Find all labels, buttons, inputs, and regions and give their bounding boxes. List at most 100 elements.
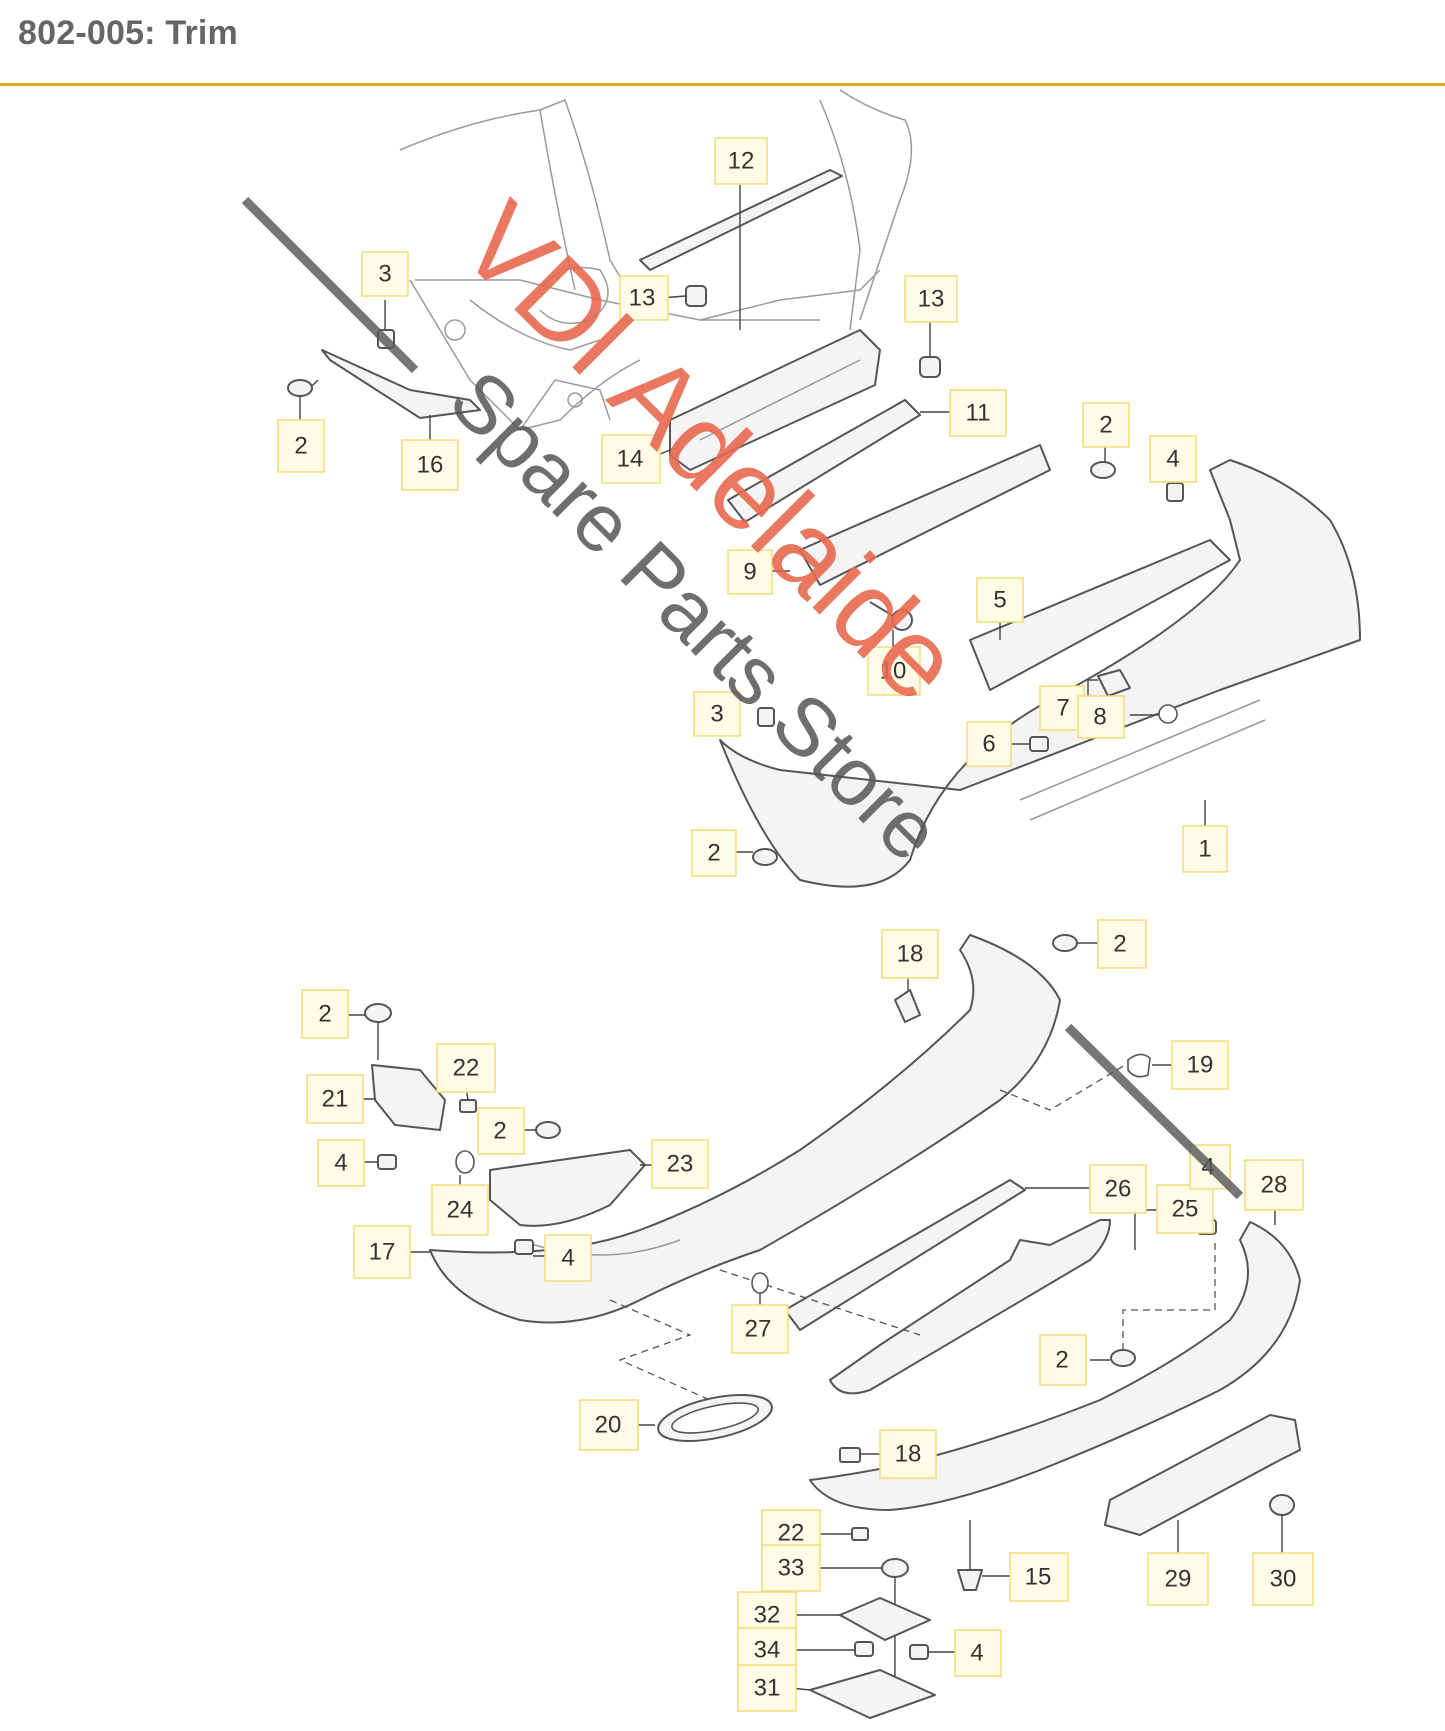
callout-label: 2 <box>477 1107 525 1155</box>
callout-label: 26 <box>1089 1164 1147 1214</box>
callout-label: 2 <box>1082 402 1130 448</box>
callout-number: 21 <box>322 1086 349 1113</box>
part-7-clip <box>1097 669 1131 697</box>
part-29-bracket <box>1104 1414 1301 1536</box>
part-4-nut <box>514 1239 534 1255</box>
part-17-lower-bumper <box>429 934 1061 1324</box>
callout-number: 4 <box>334 1150 347 1177</box>
callout-label: 23 <box>651 1139 709 1189</box>
callout-label: 2 <box>277 419 325 473</box>
part-2-screw <box>535 1121 561 1139</box>
part-13-nut <box>685 285 707 307</box>
callout-label: 21 <box>306 1074 364 1124</box>
callout-label: 7 <box>1039 685 1085 731</box>
part-25-bracket <box>829 1219 1111 1395</box>
callout-label: 25 <box>1156 1184 1214 1234</box>
part-2-screw <box>1110 1349 1136 1367</box>
part-33-screw <box>881 1558 909 1578</box>
callout-number: 29 <box>1165 1566 1192 1593</box>
callout-label: 19 <box>1171 1040 1229 1090</box>
callout-number: 15 <box>1025 1564 1052 1591</box>
callout-label: 20 <box>579 1399 639 1451</box>
part-30-screw <box>1269 1494 1295 1516</box>
part-23-bracket <box>489 1149 646 1227</box>
callout-number: 5 <box>993 587 1006 614</box>
callout-number: 10 <box>880 658 907 685</box>
callout-label: 2 <box>301 989 349 1039</box>
part-15-screw <box>957 1520 983 1591</box>
callout-label: 24 <box>431 1184 489 1236</box>
callout-number: 13 <box>918 286 945 313</box>
callout-label: 22 <box>436 1043 496 1093</box>
callout-number: 2 <box>1099 412 1112 439</box>
callout-number: 19 <box>1187 1052 1214 1079</box>
page-title: 802-005: Trim <box>18 14 238 52</box>
vehicle-body-outline <box>399 89 913 431</box>
callout-number: 23 <box>667 1151 694 1178</box>
callout-number: 20 <box>595 1412 622 1439</box>
callout-labels: 12 3 13 13 2 16 14 11 2 4 9 5 10 7 8 3 6… <box>277 137 1314 1712</box>
callout-number: 4 <box>561 1245 574 1272</box>
callout-label: 16 <box>401 439 459 491</box>
callout-number: 2 <box>1113 931 1126 958</box>
part-1-bumper <box>719 459 1361 888</box>
callout-number: 3 <box>378 261 391 288</box>
part-14-bracket <box>669 329 881 471</box>
callout-label: 2 <box>1039 1334 1087 1386</box>
callout-number: 2 <box>318 1001 331 1028</box>
callout-label: 1 <box>1182 825 1228 873</box>
callout-number: 6 <box>982 731 995 758</box>
callout-number: 22 <box>453 1055 480 1082</box>
part-4-nut <box>377 1154 397 1170</box>
part-34-nut <box>854 1641 874 1657</box>
callout-label: 6 <box>966 721 1012 767</box>
part-16-strip <box>321 349 481 419</box>
part-5-strip <box>969 539 1231 691</box>
callout-number: 4 <box>970 1640 983 1667</box>
part-20-bezel <box>657 1394 773 1442</box>
callout-label: 30 <box>1252 1552 1314 1606</box>
callout-number: 30 <box>1270 1566 1297 1593</box>
callout-number: 8 <box>1093 704 1106 731</box>
callout-label: 11 <box>949 389 1007 437</box>
part-6-clip <box>1029 736 1049 752</box>
callout-label: 14 <box>601 434 661 484</box>
callout-number: 3 <box>710 701 723 728</box>
part-8-clip <box>1158 704 1178 724</box>
part-21-bracket <box>371 1064 446 1131</box>
callout-number: 18 <box>897 941 924 968</box>
part-24-clip <box>455 1150 475 1174</box>
callout-number: 2 <box>493 1118 506 1145</box>
part-4-nut <box>909 1644 929 1660</box>
part-31-plate <box>809 1669 936 1719</box>
part-26-strip <box>784 1179 1026 1331</box>
callout-label: 33 <box>761 1544 821 1592</box>
callout-number: 24 <box>447 1197 474 1224</box>
callout-number: 4 <box>1166 446 1179 473</box>
part-10-bolt <box>869 601 913 631</box>
part-18-clip <box>894 989 921 1023</box>
callout-number: 28 <box>1261 1172 1288 1199</box>
callout-label: 10 <box>867 646 921 696</box>
callout-label: 27 <box>731 1304 789 1354</box>
part-9-trim-end <box>799 444 1051 586</box>
callout-label: 4 <box>1149 435 1197 483</box>
part-2-screw <box>287 379 319 397</box>
part-2-screw <box>1052 934 1078 952</box>
callout-label: 2 <box>1097 919 1147 969</box>
callout-number: 25 <box>1172 1196 1199 1223</box>
callout-label: 4 <box>954 1629 1002 1677</box>
callout-label: 3 <box>693 691 741 737</box>
part-11-trim <box>727 399 921 523</box>
callout-label: 12 <box>714 137 768 185</box>
part-4-nut <box>1166 482 1184 502</box>
callout-number: 7 <box>1056 695 1069 722</box>
callout-label: 31 <box>737 1664 797 1712</box>
part-19-cover <box>1127 1053 1151 1078</box>
part-32-bracket <box>839 1597 931 1641</box>
callout-number: 13 <box>629 285 656 312</box>
callout-number: 31 <box>754 1675 781 1702</box>
callout-label: 5 <box>976 577 1024 623</box>
part-28-diffuser <box>809 1221 1301 1511</box>
callout-number: 34 <box>754 1637 781 1664</box>
